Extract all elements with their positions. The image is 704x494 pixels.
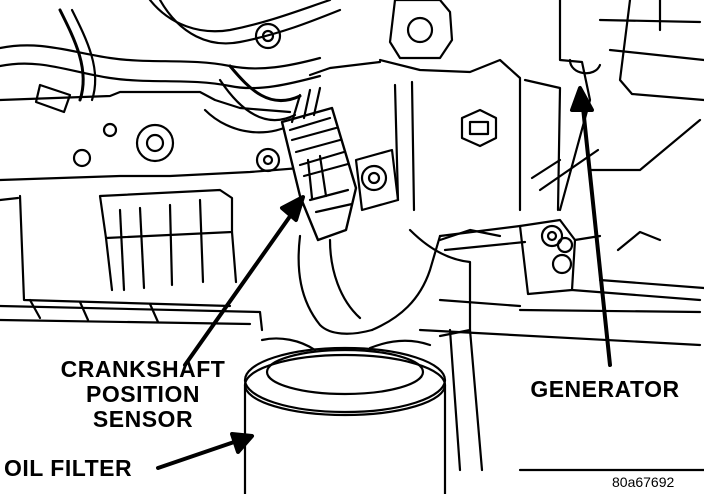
oil-filter-label: OIL FILTER — [4, 455, 133, 481]
oil-filter-adapter — [297, 218, 702, 472]
generator-arrowhead — [570, 86, 594, 112]
generator-arrow-shaft — [580, 96, 612, 367]
figure-id: 80a67692 — [612, 474, 675, 490]
crankshaft-sensor-label-line2: POSITION — [86, 381, 200, 407]
oil-filter-arrowhead — [230, 432, 254, 454]
sensor-arrow-shaft — [183, 203, 300, 367]
upper-bracket — [308, 0, 522, 242]
oil-filter-arrow-shaft — [156, 438, 242, 470]
crankshaft-sensor-illustration — [280, 86, 400, 242]
crankshaft-sensor-label: CRANKSHAFT POSITION SENSOR — [38, 358, 248, 431]
sensor-arrowhead — [280, 195, 305, 222]
generator-illustration — [518, 0, 704, 472]
wiring-harness — [0, 0, 342, 134]
oil-filter-illustration — [243, 337, 447, 494]
generator-label: GENERATOR — [530, 376, 680, 402]
crankshaft-sensor-label-line3: SENSOR — [92, 406, 194, 432]
engine-block — [0, 90, 302, 332]
crankshaft-sensor-label-line1: CRANKSHAFT — [60, 356, 226, 382]
leader-arrows — [156, 86, 612, 470]
